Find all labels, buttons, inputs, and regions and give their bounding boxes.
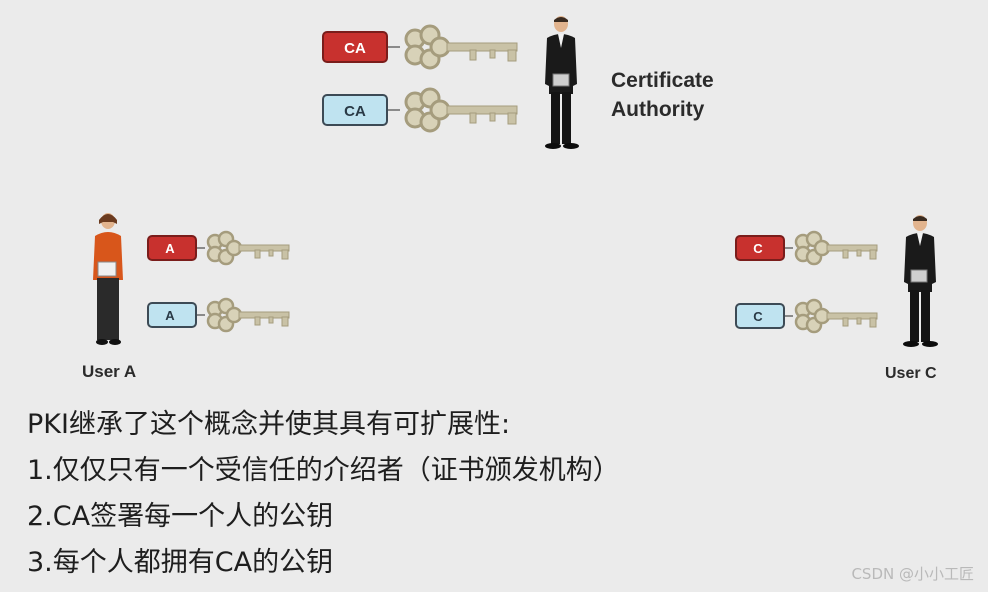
ca-label: Certificate Authority [611, 66, 714, 124]
user-a-public-key-tag: A [165, 308, 175, 323]
caption-line-2: 1.仅仅只有一个受信任的介绍者（证书颁发机构） [27, 455, 620, 486]
caption-line-1: PKI继承了这个概念并使其具有可扩展性: [27, 409, 511, 440]
ca-public-key-icon: CA [322, 87, 518, 133]
caption-line-4: 3.每个人都拥有CA的公钥 [27, 547, 334, 578]
ca-public-key-tag: CA [344, 103, 366, 120]
user-a-label: User A [82, 362, 137, 381]
user-c-label: User C [885, 365, 937, 382]
user-a-public-key-icon: A [147, 297, 290, 333]
ca-private-key-icon: CA [322, 24, 518, 70]
user-c-public-key-icon: C [735, 298, 878, 334]
user-a-private-key-icon: A [147, 230, 290, 266]
ca-label-line2: Authority [611, 98, 705, 121]
user-a-person-icon [93, 213, 123, 345]
user-c-person-icon [903, 215, 938, 347]
caption-line-3: 2.CA签署每一个人的公钥 [27, 501, 334, 532]
user-c-private-key-tag: C [753, 241, 763, 256]
ca-person-icon [545, 16, 579, 149]
caption-text: PKI继承了这个概念并使其具有可扩展性: 1.仅仅只有一个受信任的介绍者（证书颁… [27, 402, 620, 586]
user-c-private-key-icon: C [735, 230, 878, 266]
ca-private-key-tag: CA [344, 40, 366, 57]
ca-label-line1: Certificate [611, 69, 714, 92]
user-c-public-key-tag: C [753, 309, 763, 324]
user-a-private-key-tag: A [165, 241, 175, 256]
watermark: CSDN @小小工匠 [851, 565, 974, 583]
